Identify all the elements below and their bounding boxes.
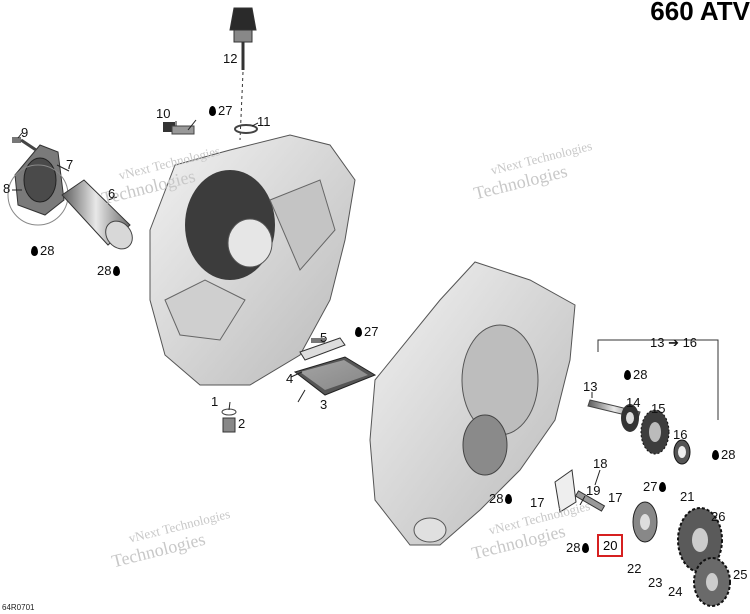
callout-11[interactable]: 11 — [257, 114, 271, 129]
callout-4[interactable]: 4 — [286, 371, 294, 386]
oil-drop-annotation: 27 — [643, 480, 668, 493]
oil-drop-annotation: 28 — [31, 244, 54, 257]
callout-7[interactable]: 7 — [66, 157, 74, 172]
oil-filter-part — [61, 179, 133, 250]
callout-21[interactable]: 21 — [680, 489, 695, 504]
oring-part-11 — [234, 124, 258, 134]
oil-drop-annotation: 28 — [566, 541, 591, 554]
oil-drop-icon — [624, 370, 631, 380]
figure-code: 64R0701 — [2, 603, 35, 612]
oil-drop-annotation: 28 — [712, 448, 735, 461]
sensor-part-10 — [163, 122, 195, 135]
oil-drop-annotation: 27 — [355, 325, 378, 338]
callout-10[interactable]: 10 — [156, 106, 171, 121]
callout-2[interactable]: 2 — [238, 416, 246, 431]
dipstick-part — [229, 7, 257, 141]
callout-18[interactable]: 18 — [593, 456, 608, 471]
oil-drop-icon — [209, 106, 216, 116]
callout-13[interactable]: 13 — [583, 379, 598, 394]
oil-drop-icon — [355, 327, 362, 337]
callout-15[interactable]: 15 — [651, 401, 666, 416]
callout-17[interactable]: 17 — [530, 495, 545, 510]
callout-23[interactable]: 23 — [648, 575, 663, 590]
oil-strainer-part — [293, 337, 377, 396]
callout-12[interactable]: 12 — [223, 51, 238, 66]
callout-16[interactable]: 16 — [673, 427, 688, 442]
oil-drop-annotation: 28 — [97, 264, 122, 277]
model-title: 660 ATV — [650, 0, 750, 26]
oil-drop-annotation: 28 — [489, 492, 514, 505]
oil-drop-icon — [712, 450, 719, 460]
callout-3[interactable]: 3 — [320, 397, 328, 412]
callout-1[interactable]: 1 — [211, 394, 219, 409]
drain-plug-part — [221, 408, 237, 433]
callout-9[interactable]: 9 — [21, 125, 29, 140]
callout-24[interactable]: 24 — [668, 584, 683, 599]
oil-drop-icon — [505, 494, 513, 504]
pump-cover-part-22 — [632, 501, 658, 543]
oil-drop-icon — [113, 266, 121, 276]
oil-drop-icon — [31, 246, 38, 256]
callout-25[interactable]: 25 — [733, 567, 748, 582]
pump-housing-part-17 — [554, 469, 577, 513]
oil-filter-cover-part — [7, 144, 69, 226]
oil-drop-icon — [582, 543, 590, 553]
gear-part-25 — [693, 557, 731, 607]
callout-22[interactable]: 22 — [627, 561, 642, 576]
oil-seal-part-16 — [673, 439, 691, 465]
callout-14[interactable]: 14 — [626, 395, 641, 410]
leader-lines — [12, 119, 601, 506]
callout-26[interactable]: 26 — [711, 509, 726, 524]
left-crankcase-part — [149, 134, 356, 386]
oil-drop-icon — [659, 482, 667, 492]
callout-8[interactable]: 8 — [3, 181, 11, 196]
oil-drop-annotation: 27 — [209, 104, 232, 117]
callout-range-13-16[interactable]: 13 ➔ 16 — [650, 335, 698, 350]
bolt-part-9 — [12, 137, 37, 152]
callout-17[interactable]: 17 — [608, 490, 623, 505]
oil-drop-annotation: 28 — [624, 368, 647, 381]
callout-19[interactable]: 19 — [586, 483, 601, 498]
callout-5[interactable]: 5 — [320, 330, 328, 345]
gear-part-14 — [621, 404, 639, 432]
gear-part-15 — [640, 409, 670, 455]
callout-20-highlight[interactable]: 20 — [597, 534, 624, 557]
pump-rotor-part-19 — [574, 490, 606, 512]
right-crankcase-part — [369, 261, 576, 546]
callout-6[interactable]: 6 — [108, 186, 116, 201]
